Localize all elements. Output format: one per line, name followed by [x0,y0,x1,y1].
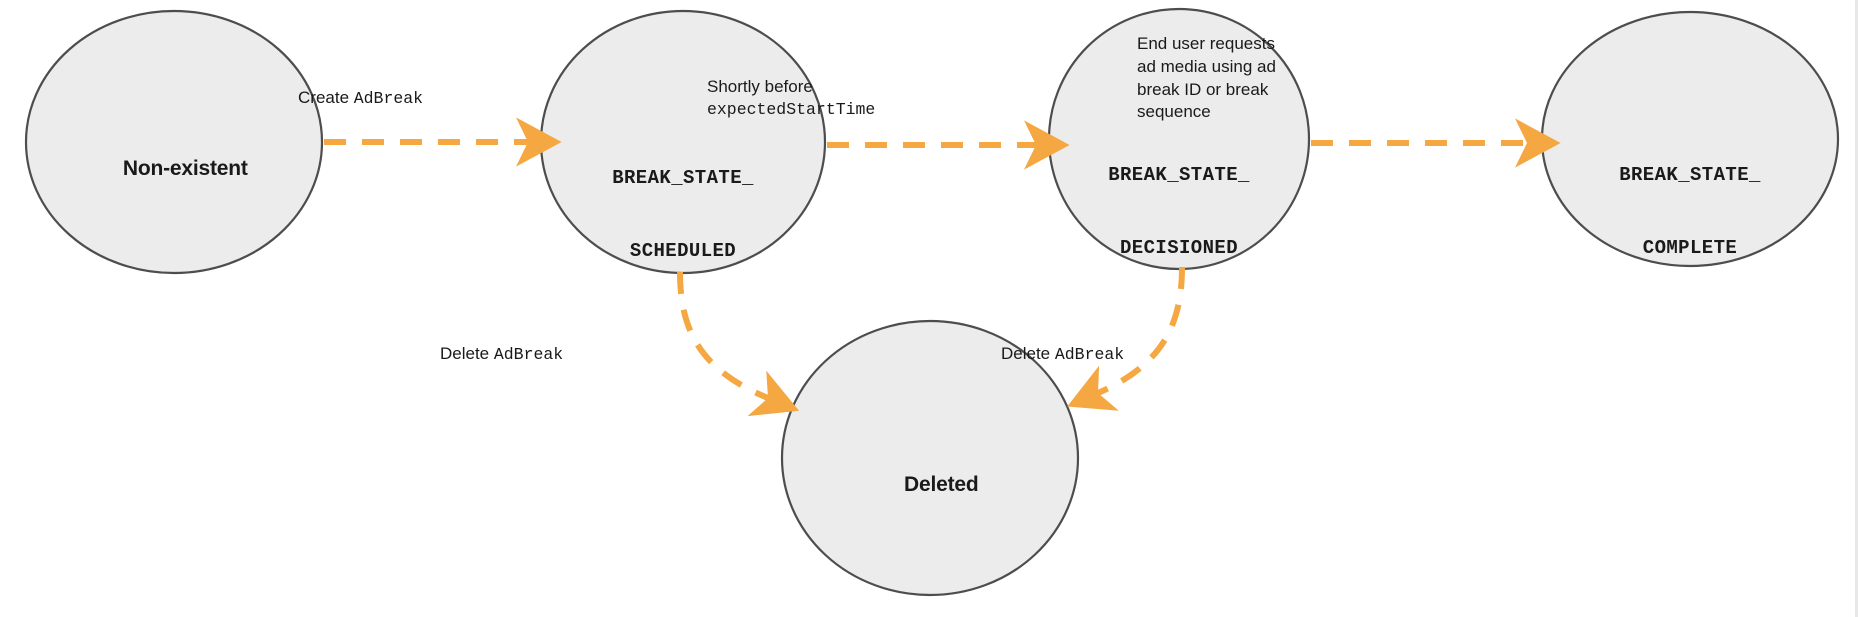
node-break-state-complete[interactable] [1540,10,1840,268]
edge-delete-adbreak-from-decisioned [1067,266,1185,411]
right-edge-strip [1855,0,1858,617]
node-break-state-scheduled[interactable] [539,9,827,275]
node-break-state-decisioned[interactable] [1047,7,1311,271]
node-deleted[interactable] [780,319,1080,597]
edge-delete-adbreak-from-scheduled [677,271,800,417]
node-non-existent[interactable] [24,9,324,275]
